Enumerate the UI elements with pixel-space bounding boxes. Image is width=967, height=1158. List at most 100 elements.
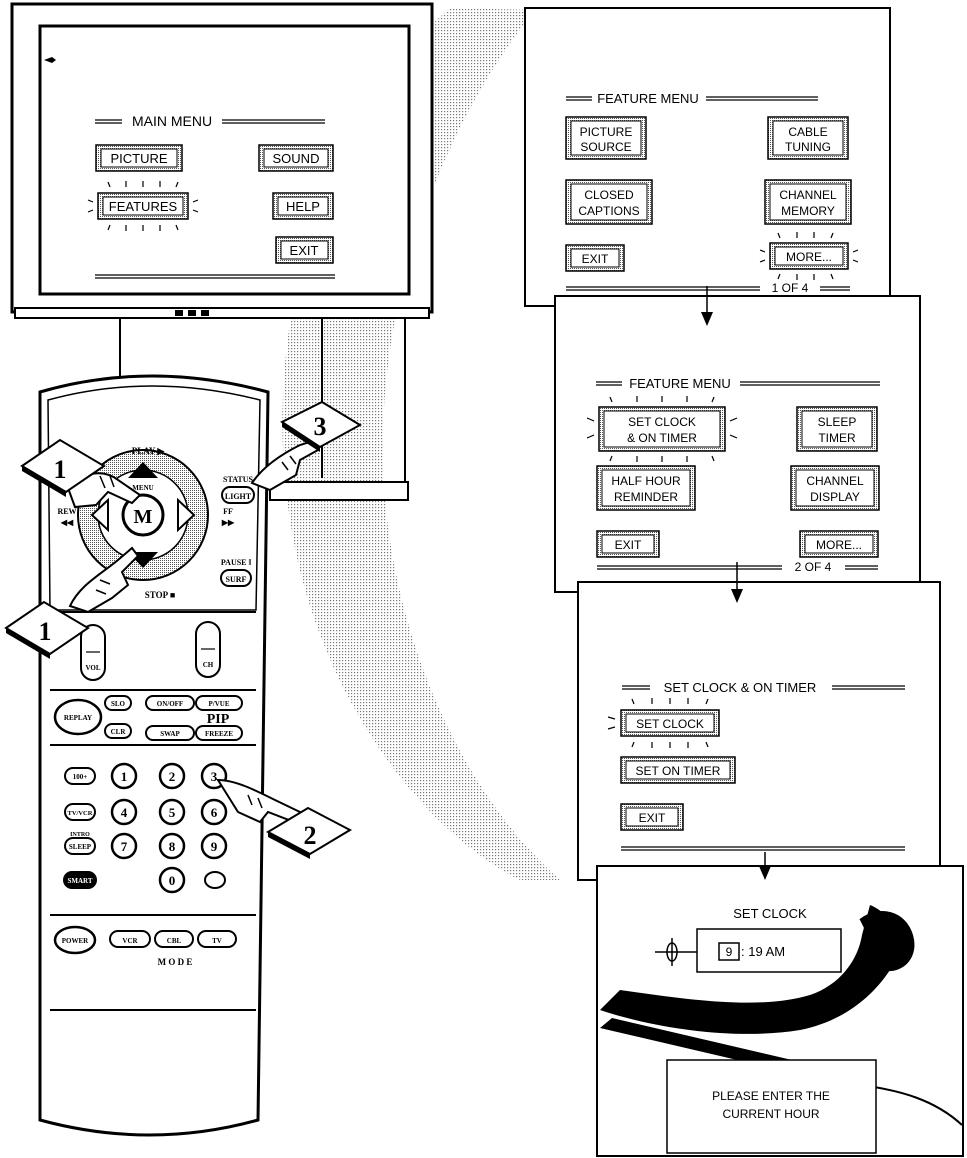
features-label: FEATURES	[109, 199, 178, 214]
smart-button[interactable]: SMART	[63, 871, 97, 889]
cable-tuning-line2: TUNING	[785, 140, 831, 154]
channel-display-line1: CHANNEL	[806, 474, 864, 488]
closed-captions-button[interactable]: CLOSED CAPTIONS	[565, 179, 653, 225]
pip-label: PIP	[207, 712, 230, 727]
small-round-button[interactable]	[204, 871, 226, 889]
more-button-panel-1[interactable]: MORE...	[759, 232, 859, 280]
ff-label: FF	[223, 507, 233, 516]
exit-button[interactable]: EXIT	[275, 236, 334, 264]
channel-memory-line2: MEMORY	[781, 204, 835, 218]
freeze-button[interactable]: FREEZE	[195, 725, 243, 741]
channel-display-line2: DISPLAY	[810, 490, 860, 504]
swap-button[interactable]: SWAP	[145, 725, 195, 741]
light-button[interactable]: LIGHT	[221, 486, 255, 504]
rew-label: REW	[57, 507, 76, 516]
hand-pointer-bottom-icon	[68, 546, 140, 614]
menu-label: MENU	[132, 484, 153, 492]
pvue-button[interactable]: P/VUE	[195, 695, 243, 711]
channel-memory-button[interactable]: CHANNEL MEMORY	[764, 179, 852, 225]
set-clock-on-timer-button[interactable]: SET CLOCK & ON TIMER	[586, 396, 738, 462]
feature-menu-panel-1: FEATURE MENU PICTURE SOURCE CABLE TUNING…	[524, 7, 891, 307]
vcr-mode-button[interactable]: VCR	[109, 930, 151, 948]
stop-label: STOP ■	[145, 590, 176, 600]
ch-label: CH	[203, 661, 214, 669]
power-button[interactable]: POWER	[53, 925, 97, 955]
digit-8-label: 8	[169, 839, 176, 854]
feature-menu-2-title: FEATURE MENU	[629, 376, 731, 391]
sound-button[interactable]: SOUND	[258, 144, 334, 172]
dpad-right-button[interactable]	[177, 497, 196, 533]
highlight-rays-icon	[607, 698, 709, 748]
picture-button[interactable]: PICTURE	[95, 144, 183, 172]
sleep-button[interactable]: SLEEP	[64, 837, 96, 855]
dpad-up-button[interactable]	[128, 462, 158, 478]
exit-label-panel-3: EXIT	[639, 811, 666, 825]
pvue-label: P/VUE	[209, 700, 230, 708]
picture-source-button[interactable]: PICTURE SOURCE	[565, 116, 647, 160]
digit-4-label: 4	[121, 805, 128, 820]
digit-1-button[interactable]: 1	[110, 762, 138, 790]
flow-arrow-3	[759, 852, 771, 880]
play-label: PLAY ▶	[132, 446, 166, 456]
picture-label: PICTURE	[110, 151, 167, 166]
highlight-rays-icon	[759, 232, 859, 280]
message-box: PLEASE ENTER THE CURRENT HOUR	[666, 1059, 877, 1154]
onoff-button[interactable]: ON/OFF	[145, 695, 195, 711]
cable-tuning-button[interactable]: CABLE TUNING	[767, 116, 849, 160]
dpad-left-button[interactable]	[90, 497, 109, 533]
step-1-top-label: 1	[54, 455, 67, 484]
step-1-bottom-label: 1	[39, 617, 52, 646]
btn-100plus[interactable]: 100+	[64, 767, 96, 785]
exit-button-panel-2[interactable]: EXIT	[596, 530, 660, 558]
set-clock-screen-panel: SET CLOCK 9 : 19 AM PLEASE ENTER THE CUR…	[596, 865, 964, 1157]
cbl-mode-button[interactable]: CBL	[154, 930, 194, 948]
channel-display-button[interactable]: CHANNEL DISPLAY	[790, 465, 880, 511]
channel-memory-line1: CHANNEL	[779, 188, 837, 202]
digit-1-label: 1	[121, 769, 128, 784]
sleep-timer-button[interactable]: SLEEP TIMER	[796, 406, 878, 452]
set-clock-button[interactable]: SET CLOCK	[607, 698, 720, 748]
tv-mode-button[interactable]: TV	[197, 930, 237, 948]
closed-captions-line1: CLOSED	[584, 188, 634, 202]
surf-button[interactable]: SURF	[220, 569, 252, 587]
set-clock-label: SET CLOCK	[636, 717, 704, 731]
hour-field[interactable]: 9	[718, 942, 740, 961]
digit-4-button[interactable]: 4	[110, 798, 138, 826]
help-button[interactable]: HELP	[272, 192, 334, 220]
digit-9-button[interactable]: 9	[200, 832, 228, 860]
features-button[interactable]: FEATURES	[87, 181, 199, 231]
onoff-label: ON/OFF	[157, 700, 183, 708]
digit-7-button[interactable]: 7	[110, 832, 138, 860]
step-1-diamond-top: 1	[20, 438, 106, 497]
clr-button[interactable]: CLR	[104, 723, 132, 739]
digit-6-button[interactable]: 6	[200, 798, 228, 826]
clock-screen-title: SET CLOCK	[733, 906, 807, 921]
menu-m-label: M	[134, 506, 153, 528]
exit-button-panel-3[interactable]: EXIT	[620, 803, 684, 831]
tvvcr-button[interactable]: TV/VCR	[64, 803, 96, 821]
replay-button[interactable]: REPLAY	[53, 698, 103, 736]
smart-label: SMART	[67, 877, 92, 885]
page-indicator-1: 1 OF 4	[772, 281, 809, 295]
more-label-panel-1: MORE...	[786, 250, 832, 264]
swap-label: SWAP	[160, 730, 180, 738]
menu-button[interactable]: M	[121, 493, 165, 537]
flow-arrow-2	[731, 562, 743, 603]
digit-8-button[interactable]: 8	[158, 832, 186, 860]
half-hour-reminder-button[interactable]: HALF HOUR REMINDER	[596, 465, 696, 511]
digit-5-button[interactable]: 5	[158, 798, 186, 826]
ch-rocker[interactable]: CH	[195, 621, 221, 678]
light-label: LIGHT	[225, 492, 252, 501]
exit-button-panel-1[interactable]: EXIT	[565, 244, 625, 272]
slo-button[interactable]: SLO	[104, 695, 132, 711]
vol-rocker[interactable]: VOL	[80, 624, 106, 681]
more-button-panel-2[interactable]: MORE...	[799, 530, 879, 558]
step-2-diamond: 2	[265, 806, 353, 859]
set-on-timer-label: SET ON TIMER	[636, 764, 721, 778]
digit-0-button[interactable]: 0	[158, 866, 186, 894]
hand-pointer-status-icon	[250, 438, 320, 492]
digit-2-button[interactable]: 2	[158, 762, 186, 790]
set-on-timer-button[interactable]: SET ON TIMER	[620, 756, 736, 784]
tv-label: TV	[212, 937, 222, 945]
